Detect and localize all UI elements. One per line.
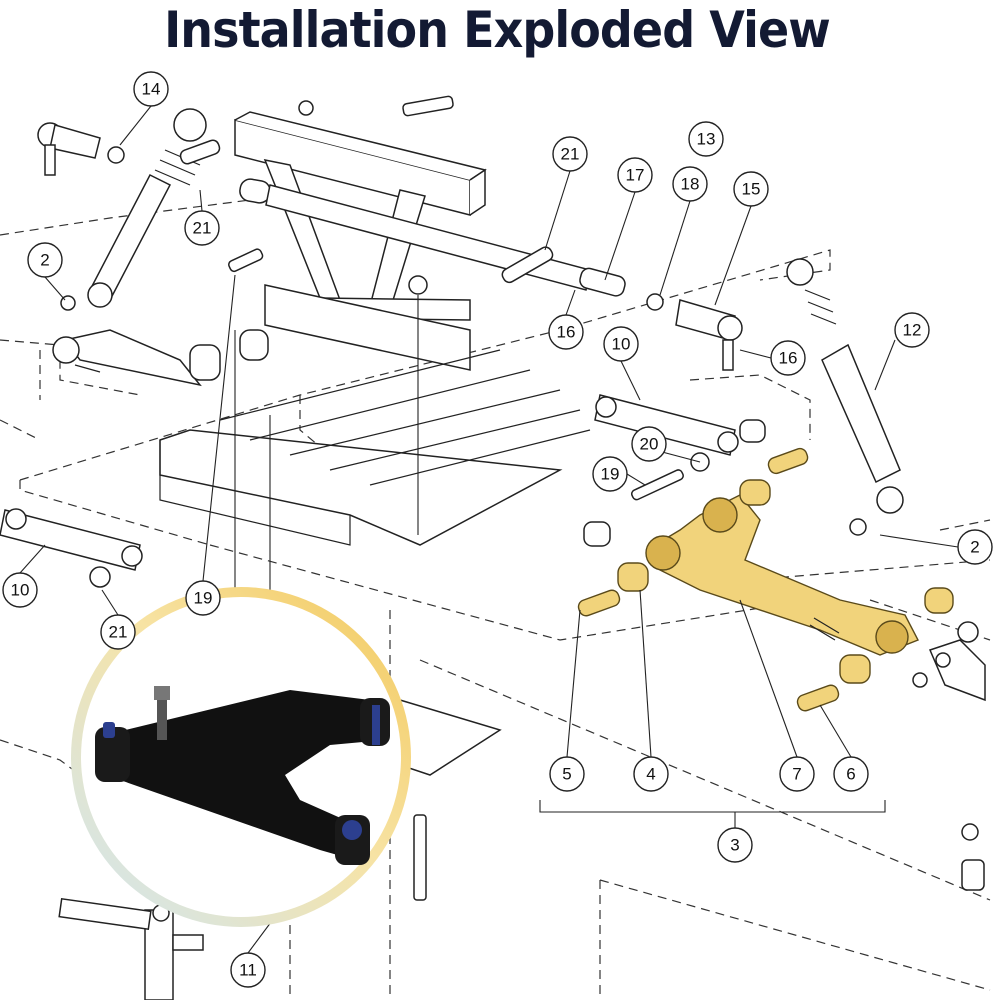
- product-photo-inset: [71, 587, 411, 927]
- lower-left-spindle: [58, 897, 204, 1000]
- page-title: Installation Exploded View: [164, 1, 831, 59]
- callout-label: 20: [640, 435, 659, 454]
- callout-circle: [688, 121, 724, 157]
- callout-label: 6: [846, 765, 855, 784]
- callout-2: 2: [27, 242, 63, 278]
- leader-lines: [19, 105, 959, 954]
- lower-bolts: [583, 469, 684, 547]
- callout-10: 10: [2, 572, 38, 608]
- center-bolts: [228, 95, 454, 901]
- callout-20: 20: [631, 426, 667, 462]
- callout-16: 16: [548, 314, 584, 350]
- highlighted-a-arm-assembly: [577, 447, 954, 712]
- left-link-arm: [0, 508, 143, 588]
- callout-circle: [549, 756, 585, 792]
- callout-19: 19: [592, 456, 628, 492]
- callout-label: 3: [730, 836, 739, 855]
- callout-5: 5: [549, 756, 585, 792]
- callout-circle: [548, 314, 584, 350]
- callout-circle: [717, 827, 753, 863]
- callout-label: 12: [903, 321, 922, 340]
- callout-circle: [184, 210, 220, 246]
- callout-circle: [633, 756, 669, 792]
- chassis-dashed-lines: [0, 199, 991, 1000]
- callout-label: 2: [40, 251, 49, 270]
- callout-circle: [779, 756, 815, 792]
- callout-circle: [631, 426, 667, 462]
- callout-label: 18: [681, 175, 700, 194]
- callout-label: 10: [612, 335, 631, 354]
- right-mount-bracket: [912, 621, 986, 891]
- callout-circle: [185, 580, 221, 616]
- callout-label: 21: [193, 219, 212, 238]
- callout-label: 4: [646, 765, 655, 784]
- callout-label: 17: [626, 166, 645, 185]
- callout-circle: [552, 136, 588, 172]
- callout-21: 21: [184, 210, 220, 246]
- right-shock-absorber: [786, 258, 904, 536]
- callout-13: 13: [688, 121, 724, 157]
- callout-circle: [230, 952, 266, 988]
- callout-7: 7: [779, 756, 815, 792]
- floor-plate: [159, 349, 591, 546]
- callout-label: 19: [601, 465, 620, 484]
- callout-label: 11: [239, 961, 257, 980]
- callout-circle: [833, 756, 869, 792]
- callout-circle: [672, 166, 708, 202]
- callout-2: 2: [957, 529, 993, 565]
- black-a-arm-photo: [95, 686, 390, 865]
- callout-11: 11: [230, 952, 266, 988]
- callout-label: 7: [792, 765, 801, 784]
- callout-group: 14 21 13 21 17 18 15 2 16 10 16 12 20 19 2 10 19 21 5 4 7 6 3 1…: [2, 71, 993, 988]
- callout-16: 16: [770, 340, 806, 376]
- callout-label: 16: [557, 323, 576, 342]
- left-tie-rod-end: [37, 122, 125, 176]
- callout-label: 10: [11, 581, 30, 600]
- callout-label: 19: [194, 589, 213, 608]
- callout-label: 21: [561, 145, 580, 164]
- callout-19: 19: [185, 580, 221, 616]
- callout-circle: [133, 71, 169, 107]
- callout-circle: [27, 242, 63, 278]
- tie-rod-assembly: [239, 178, 743, 371]
- callout-circle: [603, 326, 639, 362]
- callout-6: 6: [833, 756, 869, 792]
- mount-plate: [399, 698, 502, 776]
- callout-circle: [617, 157, 653, 193]
- callout-4: 4: [633, 756, 669, 792]
- callout-21: 21: [100, 614, 136, 650]
- callout-label: 21: [109, 623, 128, 642]
- callout-label: 5: [562, 765, 571, 784]
- callout-label: 14: [142, 80, 161, 99]
- callout-17: 17: [617, 157, 653, 193]
- callout-3: 3: [717, 827, 753, 863]
- callout-12: 12: [894, 312, 930, 348]
- callout-label: 2: [970, 538, 979, 557]
- right-link-arm: [594, 394, 766, 472]
- callout-18: 18: [672, 166, 708, 202]
- left-shock-absorber: [87, 108, 221, 308]
- callout-circle: [2, 572, 38, 608]
- callout-circle: [100, 614, 136, 650]
- callout-15: 15: [733, 171, 769, 207]
- callout-21: 21: [552, 136, 588, 172]
- callout-10: 10: [603, 326, 639, 362]
- callout-circle: [894, 312, 930, 348]
- front-frame-bracket: [234, 111, 487, 371]
- callout-label: 16: [779, 349, 798, 368]
- callout-circle: [592, 456, 628, 492]
- callout-circle: [770, 340, 806, 376]
- callout-circle: [957, 529, 993, 565]
- callout-14: 14: [133, 71, 169, 107]
- left-control-arm-upper: [52, 295, 269, 387]
- callout-label: 13: [697, 130, 716, 149]
- callout-circle: [733, 171, 769, 207]
- callout-label: 15: [742, 180, 761, 199]
